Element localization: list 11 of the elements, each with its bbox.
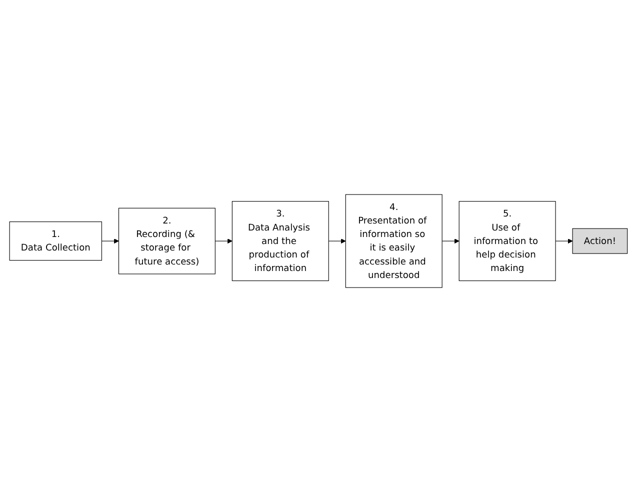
arrow — [214, 239, 232, 244]
node-box: 1. Data Collection — [9, 222, 102, 262]
arrow — [442, 239, 460, 244]
node-box: 5. Use of information to help decision making — [458, 202, 556, 282]
node-box: Action! — [572, 228, 628, 254]
node-box: 4. Presentation of information so it is easily accessible and understood — [345, 194, 442, 288]
arrow — [328, 239, 346, 244]
arrow — [555, 239, 573, 244]
node-box: 3. Data Analysis and the production of information — [232, 202, 329, 282]
arrow — [102, 239, 120, 244]
node-box: 2. Recording (& storage for future access) — [118, 208, 216, 275]
